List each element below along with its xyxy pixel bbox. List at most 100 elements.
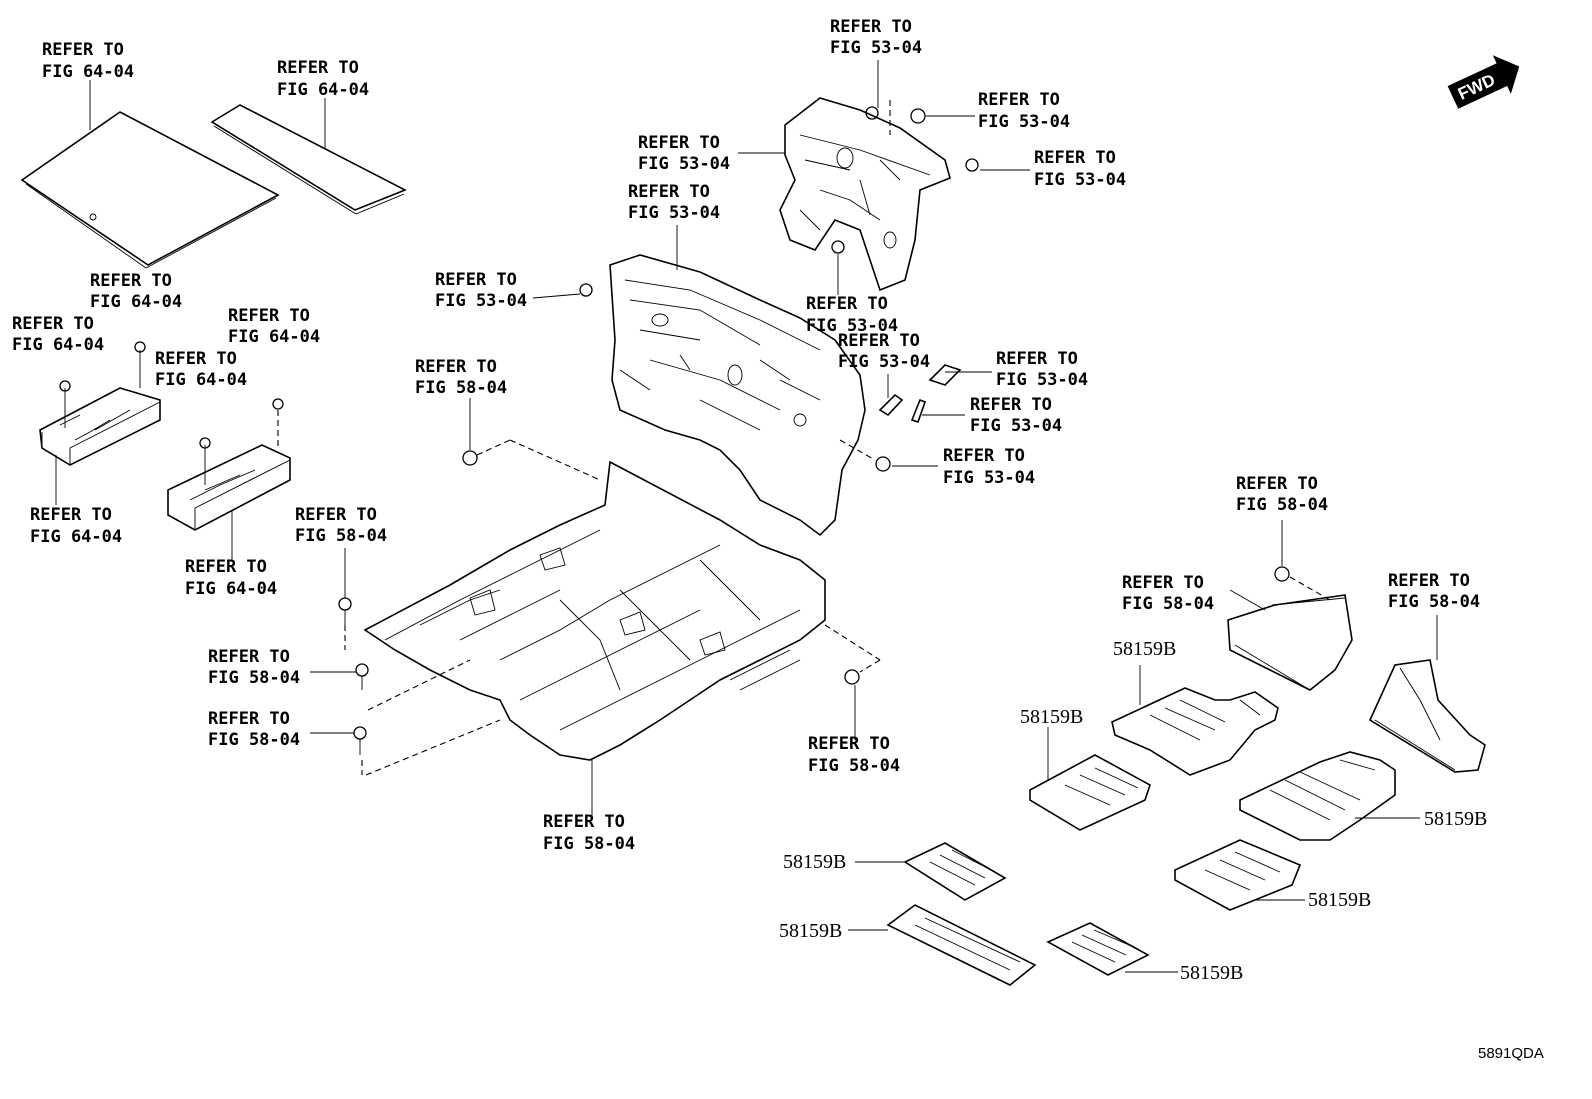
refer-text: REFER TO	[996, 349, 1078, 369]
fig-text: FIG 58-04	[208, 668, 300, 688]
fig-text: FIG 64-04	[90, 292, 182, 312]
carpet-clips	[310, 548, 501, 776]
refer-text: REFER TO	[415, 357, 497, 377]
refer-label-64-f: REFER TO FIG 64-04	[155, 349, 247, 390]
refer-text: REFER TO	[90, 271, 172, 291]
part-number: 58159B	[1424, 808, 1487, 830]
storage-tray-right	[167, 398, 291, 531]
fig-text: FIG 53-04	[996, 370, 1088, 390]
refer-text: REFER TO	[1236, 474, 1318, 494]
fig-text: FIG 53-04	[943, 468, 1035, 488]
fig-text: FIG 64-04	[42, 62, 134, 82]
fig-text: FIG 64-04	[12, 335, 104, 355]
refer-label-58-b: REFER TO FIG 58-04	[295, 505, 387, 546]
floor-carpet	[363, 398, 881, 818]
refer-label-64-e: REFER TO FIG 64-04	[228, 306, 320, 347]
spacer-pad-4	[1174, 839, 1305, 911]
refer-label-53-k: REFER TO FIG 53-04	[943, 446, 1035, 488]
refer-label-58-f: REFER TO FIG 58-04	[543, 812, 635, 854]
refer-label-58-g: REFER TO FIG 58-04	[1236, 474, 1328, 515]
fig-text: FIG 64-04	[155, 370, 247, 390]
refer-label-53-h: REFER TO FIG 53-04	[838, 331, 930, 372]
fig-text: FIG 58-04	[415, 378, 507, 398]
fig-text: FIG 58-04	[808, 756, 900, 776]
refer-text: REFER TO	[628, 182, 710, 202]
refer-text: REFER TO	[42, 40, 124, 60]
refer-label-58-c: REFER TO FIG 58-04	[208, 647, 300, 688]
refer-label-53-d: REFER TO FIG 53-04	[638, 133, 730, 174]
refer-text: REFER TO	[1034, 148, 1116, 168]
refer-text: REFER TO	[30, 505, 112, 525]
refer-text: REFER TO	[806, 294, 888, 314]
refer-label-64-b: REFER TO FIG 64-04	[277, 58, 369, 100]
spacer-pad-7	[1046, 922, 1178, 976]
fig-text: FIG 64-04	[185, 579, 277, 599]
refer-text: REFER TO	[185, 557, 267, 577]
refer-label-64-a: REFER TO FIG 64-04	[42, 40, 134, 82]
fig-text: FIG 58-04	[208, 730, 300, 750]
refer-text: REFER TO	[1122, 573, 1204, 593]
fig-text: FIG 53-04	[978, 112, 1070, 132]
deck-board-right	[210, 104, 407, 215]
part-number: 58159B	[779, 920, 842, 942]
part-number: 58159B	[1020, 706, 1083, 728]
deck-board-left	[20, 111, 280, 269]
fig-text: FIG 53-04	[830, 38, 922, 58]
fig-text: FIG 58-04	[295, 526, 387, 546]
fig-text: FIG 58-04	[1122, 594, 1214, 614]
spacer-pad-1	[1111, 665, 1279, 776]
refer-text: REFER TO	[1388, 571, 1470, 591]
spacer-pad-3	[1239, 751, 1420, 841]
part-number: 58159B	[1308, 889, 1371, 911]
refer-label-58-e: REFER TO FIG 58-04	[808, 734, 900, 776]
refer-text: REFER TO	[228, 306, 310, 326]
refer-label-53-j: REFER TO FIG 53-04	[970, 395, 1062, 436]
dash-insulator-panel	[532, 254, 938, 537]
fig-text: FIG 64-04	[228, 327, 320, 347]
refer-text: REFER TO	[943, 446, 1025, 466]
small-pads	[878, 364, 992, 424]
fig-text: FIG 64-04	[30, 527, 122, 547]
refer-text: REFER TO	[638, 133, 720, 153]
refer-text: REFER TO	[295, 505, 377, 525]
refer-label-58-d: REFER TO FIG 58-04	[208, 709, 300, 750]
spacer-pad-2	[1029, 727, 1151, 831]
refer-text: REFER TO	[808, 734, 890, 754]
refer-label-53-f: REFER TO FIG 53-04	[435, 270, 527, 311]
refer-label-58-h: REFER TO FIG 58-04	[1122, 573, 1214, 614]
refer-text: REFER TO	[208, 647, 290, 667]
refer-text: REFER TO	[838, 331, 920, 351]
leader-lines-left	[55, 80, 326, 560]
refer-text: REFER TO	[12, 314, 94, 334]
part-number: 58159B	[1180, 962, 1243, 984]
fig-text: FIG 53-04	[806, 316, 898, 336]
refer-text: REFER TO	[435, 270, 517, 290]
refer-label-53-c: REFER TO FIG 53-04	[1034, 148, 1126, 190]
refer-label-64-h: REFER TO FIG 64-04	[185, 557, 277, 599]
refer-text: REFER TO	[830, 17, 912, 37]
spacer-pad-6	[848, 904, 1037, 986]
storage-tray-left	[39, 341, 161, 466]
fig-text: FIG 58-04	[1236, 495, 1328, 515]
fig-text: FIG 53-04	[838, 352, 930, 372]
refer-text: REFER TO	[155, 349, 237, 369]
refer-label-58-i: REFER TO FIG 58-04	[1388, 571, 1480, 612]
fig-text: FIG 53-04	[1034, 170, 1126, 190]
fig-text: FIG 53-04	[628, 203, 720, 223]
upper-dash-silencer	[676, 60, 1030, 295]
refer-label-64-c: REFER TO FIG 64-04	[90, 271, 182, 312]
refer-label-53-b: REFER TO FIG 53-04	[978, 90, 1070, 132]
refer-text: REFER TO	[277, 58, 359, 78]
spacer-pad-5	[855, 842, 1007, 901]
diagram-code: 5891QDA	[1478, 1045, 1544, 1062]
refer-label-64-g: REFER TO FIG 64-04	[30, 505, 122, 547]
refer-text: REFER TO	[970, 395, 1052, 415]
refer-label-53-a: REFER TO FIG 53-04	[830, 17, 922, 58]
refer-label-58-a: REFER TO FIG 58-04	[415, 357, 507, 398]
refer-text: REFER TO	[543, 812, 625, 832]
refer-label-53-g: REFER TO FIG 53-04	[806, 294, 898, 336]
fig-text: FIG 64-04	[277, 80, 369, 100]
part-number: 58159B	[783, 851, 846, 873]
refer-text: REFER TO	[208, 709, 290, 729]
